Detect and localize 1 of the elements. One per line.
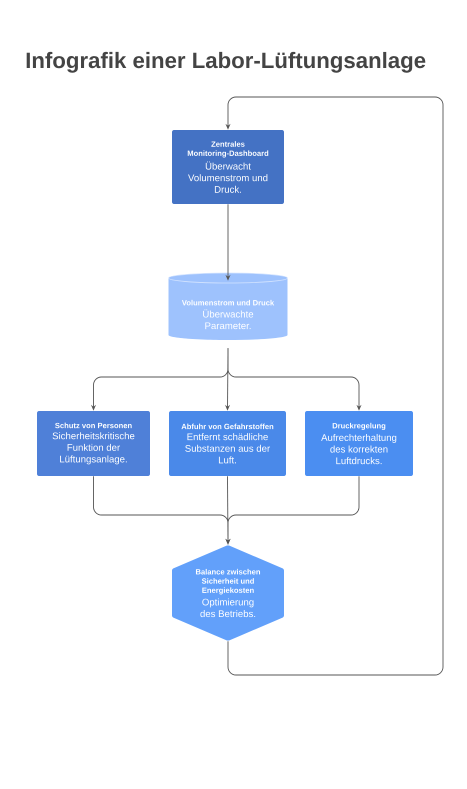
title: Infografik einer Labor-Lüftungsanlage <box>26 52 426 73</box>
